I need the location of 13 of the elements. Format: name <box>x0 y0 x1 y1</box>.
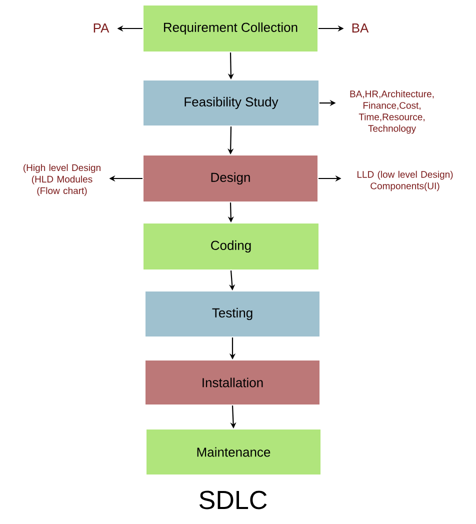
side-note: BA,HR,Architecture, Finance,Cost, Time,Resource, Technology <box>350 90 434 134</box>
process-box: Feasibility Study <box>142 80 320 126</box>
side-note: PA <box>94 24 110 32</box>
side-note: BA <box>352 24 369 32</box>
process-box: Requirement Collection <box>142 4 318 52</box>
process-box: Installation <box>144 360 320 406</box>
title: SDLC <box>200 490 267 510</box>
process-box: Coding <box>142 222 320 270</box>
side-note: (High level Design (HLD Modules (Flow chart) <box>24 164 100 196</box>
process-box: Design <box>142 154 318 202</box>
side-note: LLD (low level Design) Components(UI) <box>357 170 453 192</box>
process-box: Maintenance <box>146 428 322 476</box>
process-box: Testing <box>144 290 320 338</box>
